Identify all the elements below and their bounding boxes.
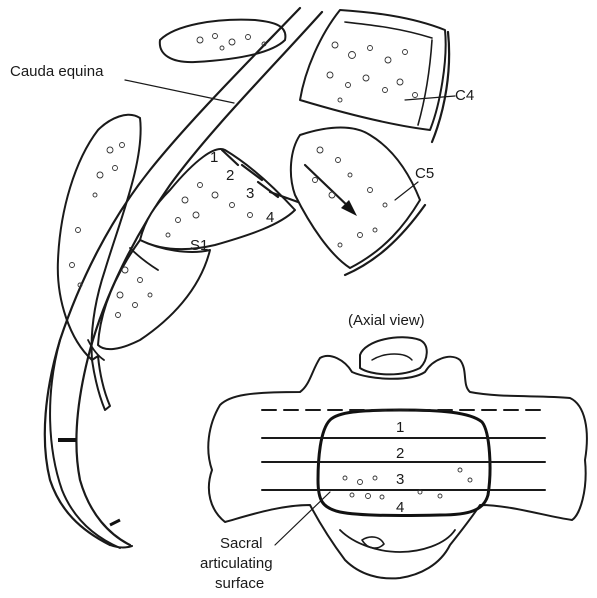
label-sacral-line3: surface xyxy=(215,575,264,592)
c5-arrow-shaft xyxy=(303,163,354,212)
axial-level-2: 2 xyxy=(396,445,404,462)
c4-vertebra xyxy=(299,9,447,131)
leader-c5 xyxy=(394,181,419,201)
canal-outer-wall xyxy=(43,6,302,547)
axial-level-1: 1 xyxy=(396,419,404,436)
leader-cauda-equina xyxy=(124,79,235,104)
axial-articulating-surface xyxy=(316,408,492,518)
leader-sacral-surface xyxy=(274,491,331,546)
bone-texture xyxy=(69,33,418,318)
label-axial-view: (Axial view) xyxy=(348,312,425,329)
sagittal-tick-1 xyxy=(220,148,240,167)
c5-anterior-cortex xyxy=(343,203,427,277)
filum-accent-2 xyxy=(109,518,121,527)
leader-c4 xyxy=(404,95,456,101)
sacral-body xyxy=(97,239,211,351)
sagittal-level-2: 2 xyxy=(226,167,234,184)
c4-anterior-cortex xyxy=(430,30,451,144)
axial-foramen xyxy=(361,536,385,549)
sagittal-level-4: 4 xyxy=(266,209,274,226)
canal-back-wall xyxy=(49,339,121,549)
axial-texture xyxy=(342,467,473,500)
posterior-sacral-plate xyxy=(56,113,142,361)
axial-lower-arch xyxy=(339,529,456,553)
axial-sacrum-outline xyxy=(207,354,588,580)
axial-view: (Axial view) 1 2 3 4 Sacral xyxy=(200,312,588,592)
posterior-bar xyxy=(91,355,111,411)
label-sacral-line1: Sacral xyxy=(220,535,263,552)
sacral-tip-mark xyxy=(87,339,105,361)
axial-level-3: 3 xyxy=(396,471,404,488)
c5-vertebra xyxy=(289,126,421,269)
c5-arrow-head xyxy=(341,200,357,216)
sagittal-tick-4 xyxy=(268,190,300,204)
label-cauda-equina: Cauda equina xyxy=(10,63,104,80)
label-s1: S1 xyxy=(190,237,208,254)
axial-spinous-inner xyxy=(371,353,413,361)
sagittal-tick-2 xyxy=(240,163,264,182)
label-c5: C5 xyxy=(415,165,434,182)
sagittal-view: 1 2 3 4 S1 Cauda equina C4 C5 xyxy=(10,6,474,549)
axial-spinous-cap xyxy=(359,336,428,376)
canal-inner-wall xyxy=(75,10,324,547)
canal-tip xyxy=(109,544,133,549)
top-bone-fragment xyxy=(158,18,287,64)
sagittal-level-1: 1 xyxy=(210,149,218,166)
label-sacral-line2: articulating xyxy=(200,555,273,572)
sacral-seam xyxy=(129,247,159,271)
axial-level-4: 4 xyxy=(396,499,404,516)
label-c4: C4 xyxy=(455,87,474,104)
c4-rim xyxy=(344,21,433,126)
sagittal-level-3: 3 xyxy=(246,185,254,202)
